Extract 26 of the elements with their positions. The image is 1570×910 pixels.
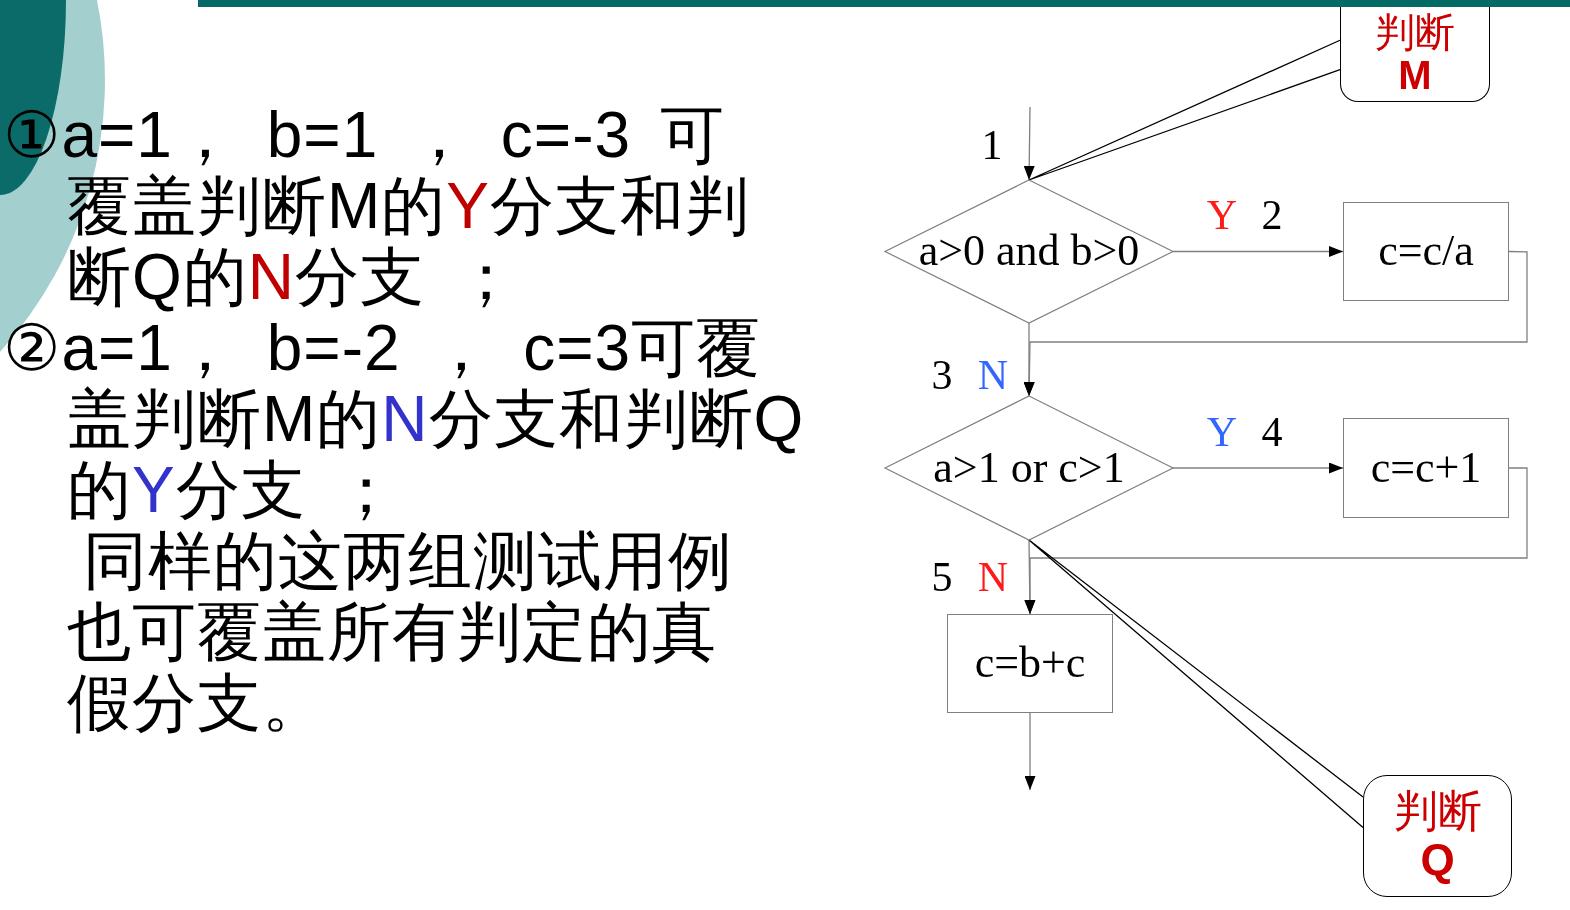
edge-label: N (977, 354, 1009, 396)
callout-box: 判断Q (1363, 775, 1512, 897)
process-box: c=c/a (1343, 202, 1509, 301)
body-text: 同样的这两组测试用例也可覆盖所有判定的真假分支。 (67, 526, 734, 739)
arrow (1023, 106, 1035, 181)
callout-pointer (1028, 39, 1341, 181)
edge-label: Y (1206, 194, 1238, 236)
arrow (1172, 246, 1344, 257)
arrow (1172, 462, 1344, 474)
callout-pointer (1028, 539, 1364, 829)
path-number: 2 (1261, 194, 1283, 236)
decision-diamond: a>1 or c>1 (885, 396, 1173, 540)
body-text: ②a=1， b=-2 ， c=3可覆盖判断M的N分支和判断Q的Y分支 ； (3, 313, 806, 526)
process-box: c=b+c (947, 614, 1113, 713)
arrow (1023, 250, 1528, 397)
arrow (1024, 712, 1036, 791)
decision-diamond: a>0 and b>0 (885, 180, 1173, 323)
process-box: c=c+1 (1343, 418, 1509, 518)
edge-label: Y (1206, 411, 1238, 453)
path-number: 1 (981, 124, 1003, 166)
path-number: 3 (931, 354, 953, 396)
edge-label: N (977, 556, 1009, 598)
arrow (1024, 467, 1528, 615)
path-number: 4 (1261, 411, 1283, 453)
callout-box: 判断M (1340, 7, 1490, 102)
path-number: 5 (931, 556, 953, 598)
